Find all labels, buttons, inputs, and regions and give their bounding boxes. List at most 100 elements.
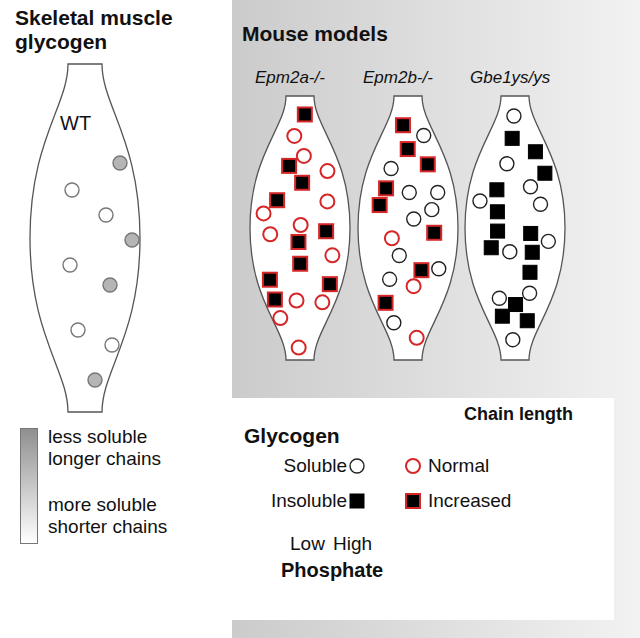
glycogen-circle [541,234,555,248]
insoluble-square [490,183,504,197]
glycogen-circle [325,248,339,262]
glycogen-circle [407,279,421,293]
glycogen-circle [402,185,416,199]
legend-text: Normal [428,455,608,477]
panel-heading: Mouse models [242,22,388,46]
muscle-shape [353,60,463,370]
glycogen-circle [425,203,439,217]
insoluble-square [509,298,523,312]
insoluble-long-chain-square [298,107,312,121]
insoluble-square [523,265,537,279]
glycogen-circle [292,341,306,355]
insoluble-long-chain-square [401,142,415,156]
model-label: Epm2b-/- [363,68,433,88]
glycogen-circle [294,218,308,232]
glycogen-circle [410,331,424,345]
glycogen-circle [407,212,421,226]
glycogen-circle [105,338,119,352]
glycogen-circle [492,291,506,305]
glycogen-circle [500,157,514,171]
glycogen-circle [297,149,311,163]
glycogen-circle [383,272,397,286]
glycogen-circle [385,231,399,245]
glycogen-circle [384,162,398,176]
insoluble-long-chain-square [414,263,428,277]
insoluble-long-chain-square [270,193,284,207]
glycogen-circle [290,294,304,308]
insoluble-long-chain-square [282,159,296,173]
insoluble-square [520,314,534,328]
insoluble-long-chain-square [263,273,277,287]
legend-sample [403,491,423,511]
muscle-shape [460,60,570,370]
insoluble-square [528,145,542,159]
insoluble-long-chain-square [295,176,309,190]
gradient-swatch [20,486,38,544]
glycogen-circle [63,258,77,272]
insoluble-square [495,309,509,323]
legend-text: Soluble [240,455,347,477]
glycogen-circle [432,262,446,276]
glycogen-circle [125,233,139,247]
insoluble-square [491,224,505,238]
legend-text: Increased [428,490,608,512]
glycogen-circle [71,323,85,337]
insoluble-square [525,245,539,259]
muscle-shape [0,0,225,425]
glycogen-circle [320,194,334,208]
insoluble-square [524,226,538,240]
insoluble-long-chain-square [406,494,420,508]
glycogen-particles [257,107,340,354]
muscle-outline [358,96,458,360]
insoluble-long-chain-square [268,292,282,306]
glycogen-circle [103,278,117,292]
insoluble-square [350,494,364,508]
insoluble-long-chain-square [427,226,441,240]
glycogen-circle [387,316,401,330]
muscle-outline: Gbe1ys/ys [460,60,570,370]
legend-sample [347,491,367,511]
glycogen-circle [406,459,420,473]
insoluble-long-chain-square [379,296,393,310]
glycogen-circle [473,194,487,208]
glycogen-circle [257,206,271,220]
insoluble-square [490,205,504,219]
glycogen-circle [315,295,329,309]
insoluble-square [538,166,552,180]
glycogen-circle [503,245,517,259]
glycogen-circle [287,129,301,143]
legend-sample [403,456,423,476]
glycogen-circle [263,227,277,241]
legend-heading: Glycogen [244,424,340,448]
glycogen-circle [523,286,537,300]
muscle-label: WT [60,112,91,135]
muscle-outline [465,96,565,360]
glycogen-circle [506,333,520,347]
insoluble-square [505,131,519,145]
legend-sample [347,456,367,476]
phosphate-scale-label: High [333,533,372,555]
insoluble-long-chain-square [293,257,307,271]
muscle-outline: Skeletal muscle glycogenWT [0,0,225,425]
legend-text: less soluble longer chains [48,426,198,470]
glycogen-particles [373,118,446,345]
insoluble-long-chain-square [373,198,387,212]
glycogen-circle [523,180,537,194]
glycogen-circle [392,248,406,262]
glycogen-circle [320,164,334,178]
phosphate-scale-label: Phosphate [281,559,383,582]
glycogen-circle [113,156,127,170]
insoluble-long-chain-square [323,277,337,291]
muscle-shape [245,60,355,370]
gradient-swatch [20,428,38,486]
glycogen-circle [417,128,431,142]
model-label: Gbe1ys/ys [470,68,550,88]
legend-text: Insoluble [240,490,347,512]
insoluble-long-chain-square [291,235,305,249]
glycogen-particles [473,109,555,347]
muscle-outline [30,64,140,412]
insoluble-long-chain-square [319,224,333,238]
glycogen-circle [99,208,113,222]
glycogen-circle [507,109,521,123]
